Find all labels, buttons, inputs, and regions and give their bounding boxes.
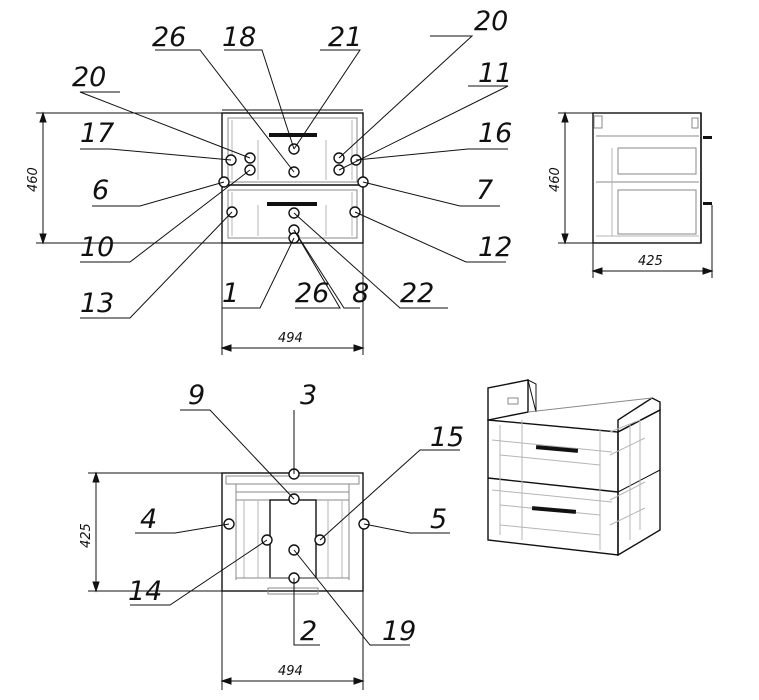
isometric-view <box>487 379 661 557</box>
bottom-width-label: 494 <box>278 664 303 679</box>
iso-drawer-divider <box>487 477 619 493</box>
iso-internal-frame <box>491 419 646 550</box>
bottom-depth-dimension <box>88 471 222 593</box>
side-depth-label: 425 <box>638 254 663 269</box>
bottom-depth-label: 425 <box>79 523 94 548</box>
callout-4: 4 <box>140 504 157 535</box>
side-view: 460 425 <box>548 111 714 278</box>
callout-13: 13 <box>80 288 114 319</box>
side-height-label: 460 <box>548 167 563 192</box>
iso-upper-handle <box>535 445 579 453</box>
callout-20-right: 20 <box>474 6 508 37</box>
callout-15: 15 <box>430 422 464 453</box>
lower-drawer-handle <box>267 202 317 206</box>
callout-6: 6 <box>92 175 109 206</box>
side-height-dimension <box>558 111 593 245</box>
callout-3: 3 <box>300 380 317 411</box>
upper-drawer-handle <box>269 133 317 137</box>
callout-20-left: 20 <box>72 62 106 93</box>
callout-12: 12 <box>478 232 512 263</box>
side-depth-dimension <box>591 205 714 278</box>
front-height-label: 460 <box>26 167 41 192</box>
callout-9: 9 <box>188 380 205 411</box>
front-width-label: 494 <box>278 331 303 346</box>
callout-1: 1 <box>222 278 239 309</box>
iso-lower-handle <box>531 506 577 514</box>
front-width-dimension <box>220 243 365 355</box>
bottom-width-dimension <box>220 591 365 690</box>
bottom-leader-lines <box>130 409 460 646</box>
callout-19: 19 <box>382 616 416 647</box>
side-handle-upper <box>703 136 712 139</box>
callout-8: 8 <box>352 278 369 309</box>
front-height-dimension <box>36 111 222 245</box>
callout-7: 7 <box>476 175 493 206</box>
bottom-handle-outline <box>267 587 319 595</box>
front-cabinet-outline <box>221 112 364 244</box>
callout-21: 21 <box>328 22 362 53</box>
callout-26-bottom: 26 <box>295 278 329 309</box>
front-leader-lines <box>79 35 509 319</box>
callout-18: 18 <box>222 22 256 53</box>
callout-10: 10 <box>80 232 114 263</box>
iso-side-face <box>617 408 661 557</box>
callout-2: 2 <box>300 616 317 647</box>
callout-11: 11 <box>478 58 512 89</box>
callout-22: 22 <box>400 278 434 309</box>
callout-5: 5 <box>430 504 447 535</box>
bottom-view: 9 3 15 4 5 14 2 19 425 494 <box>79 380 464 690</box>
front-view: 26 18 21 20 20 11 17 16 6 7 10 12 13 1 2… <box>26 6 512 355</box>
side-handle-lower <box>703 202 712 205</box>
callout-17: 17 <box>80 118 114 149</box>
side-cabinet-outline <box>592 112 702 244</box>
callout-16: 16 <box>478 118 512 149</box>
callout-26-top: 26 <box>152 22 186 53</box>
